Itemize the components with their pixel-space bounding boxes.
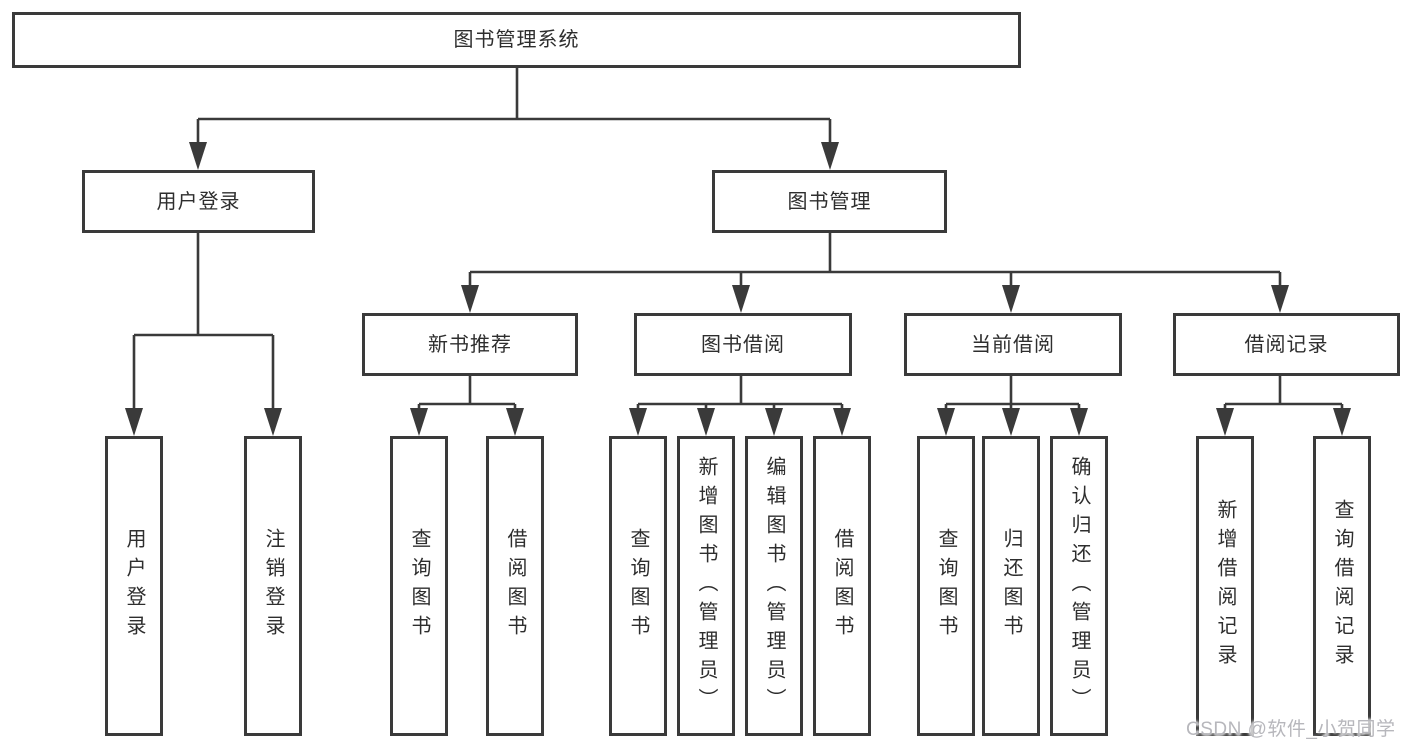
node-book-borrow: 图书借阅 xyxy=(634,313,852,376)
node-borrow-records: 借阅记录 xyxy=(1173,313,1400,376)
leaf-query-books-current: 查询图书 xyxy=(917,436,975,736)
connector-root-to-level2 xyxy=(189,68,839,170)
connector-book-management-to-level3 xyxy=(461,233,1289,313)
node-current-borrow: 当前借阅 xyxy=(904,313,1122,376)
node-root: 图书管理系统 xyxy=(12,12,1021,68)
leaf-confirm-return-admin: 确认归还（管理员） xyxy=(1050,436,1108,736)
leaf-query-books-recommend: 查询图书 xyxy=(390,436,448,736)
connector-book-borrow-to-leaves xyxy=(629,376,851,436)
leaf-return-book: 归还图书 xyxy=(982,436,1040,736)
leaf-user-login: 用户登录 xyxy=(105,436,163,736)
connector-borrow-records-to-leaves xyxy=(1216,376,1351,436)
leaf-query-books-borrow: 查询图书 xyxy=(609,436,667,736)
connector-user-login-to-leaves xyxy=(125,233,282,436)
csdn-watermark: CSDN @软件_小贺同学 xyxy=(1186,719,1396,740)
leaf-borrow-books: 借阅图书 xyxy=(813,436,871,736)
leaf-add-borrow-record: 新增借阅记录 xyxy=(1196,436,1254,736)
leaf-edit-book-admin: 编辑图书（管理员） xyxy=(745,436,803,736)
leaf-add-book-admin: 新增图书（管理员） xyxy=(677,436,735,736)
connector-current-borrow-to-leaves xyxy=(937,376,1088,436)
connector-new-book-recommend-to-leaves xyxy=(410,376,524,436)
leaf-query-borrow-record: 查询借阅记录 xyxy=(1313,436,1371,736)
node-new-book-recommend: 新书推荐 xyxy=(362,313,578,376)
node-user-login: 用户登录 xyxy=(82,170,315,233)
node-book-management: 图书管理 xyxy=(712,170,947,233)
leaf-logout-login: 注销登录 xyxy=(244,436,302,736)
leaf-borrow-books-recommend: 借阅图书 xyxy=(486,436,544,736)
